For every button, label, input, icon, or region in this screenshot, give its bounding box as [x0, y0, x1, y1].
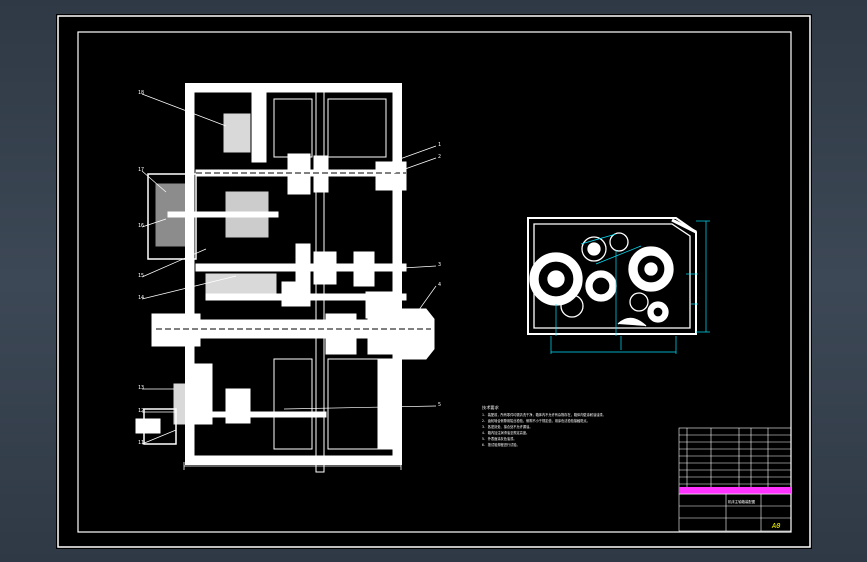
sheet-size-label: A0	[771, 522, 780, 530]
callouts-left: 18 17 16 15 14 13 12 11	[138, 90, 144, 446]
note-line-3: 3. 各密封处、接合处不允许漏油。	[482, 424, 532, 429]
note-line-5: 5. 外表面涂灰色油漆。	[482, 436, 516, 441]
callouts-right: 1 2 3 4 5	[438, 142, 441, 408]
notes-title: 技术要求	[482, 404, 500, 411]
note-line-6: 6. 按试验规程进行试验。	[482, 442, 520, 447]
note-line-2: 2. 齿轮啮合侧隙用铅丝检验，侧隙不小于规定值，用涂色法检验接触斑点。	[482, 418, 590, 423]
cad-drawing-viewport[interactable]: 18 17 16 15 14 13 12 11 1 2 3 4 5	[56, 14, 812, 549]
side-view-dimensions	[550, 220, 710, 354]
callout-1: 1	[438, 142, 441, 148]
gearbox-section-view	[135, 83, 435, 473]
callout-16: 16	[138, 223, 144, 229]
parts-list-table	[678, 427, 792, 495]
overall-width-dimension	[183, 462, 402, 470]
callout-4: 4	[438, 282, 441, 288]
callout-3: 3	[438, 262, 441, 268]
callout-14: 14	[138, 295, 144, 301]
sheet-border	[57, 15, 811, 548]
parts-list-header-band	[679, 487, 791, 494]
callout-11: 11	[138, 440, 144, 446]
cad-drawing: 18 17 16 15 14 13 12 11 1 2 3 4 5	[57, 15, 811, 548]
callout-18: 18	[138, 90, 144, 96]
leader-lines	[141, 93, 437, 445]
callout-17: 17	[138, 167, 144, 173]
side-view	[527, 217, 697, 335]
callout-2: 2	[438, 154, 441, 160]
callout-13: 13	[138, 385, 144, 391]
title-block	[678, 493, 792, 532]
callout-12: 12	[138, 408, 144, 414]
callout-5: 5	[438, 402, 441, 408]
drawing-frame	[77, 31, 792, 533]
callout-15: 15	[138, 273, 144, 279]
note-line-4: 4. 箱内加注润滑油至规定高度。	[482, 430, 529, 435]
title-block-title: 机床主轴箱装配图	[728, 499, 756, 504]
note-line-1: 1. 装配前，所有零件均需清洗干净，箱体内不允许有杂物存在，箱体内壁涂耐油油漆。	[482, 412, 606, 417]
technical-notes: 技术要求 1. 装配前，所有零件均需清洗干净，箱体内不允许有杂物存在，箱体内壁涂…	[482, 404, 606, 447]
